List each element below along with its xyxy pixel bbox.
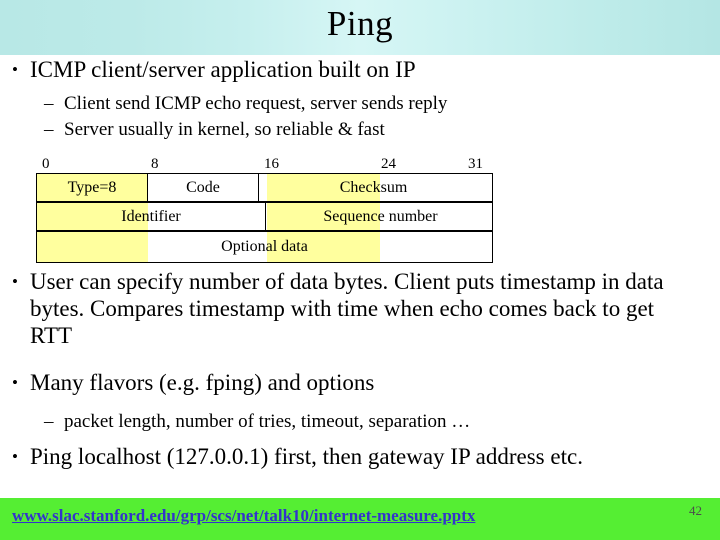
slide-body: • ICMP client/server application built o… xyxy=(0,55,720,498)
sub-bullet-server-kernel: – Server usually in kernel, so reliable … xyxy=(44,118,704,142)
bullet-text: ICMP client/server application built on … xyxy=(30,57,416,82)
sub-bullet-text: packet length, number of tries, timeout,… xyxy=(64,411,471,432)
slide-header: Ping xyxy=(0,0,720,55)
bit-tick-24: 24 xyxy=(381,156,396,172)
bullet-marker-icon: • xyxy=(12,447,18,466)
packet-field-sequence-number: Sequence number xyxy=(323,207,438,225)
bit-tick-31: 31 xyxy=(468,156,483,172)
bit-position-ruler: 0 8 16 24 31 xyxy=(36,155,493,173)
packet-field-checksum: Checksum xyxy=(339,178,408,196)
bullet-icmp-application: • ICMP client/server application built o… xyxy=(8,56,708,83)
bullet-text: Ping localhost (127.0.0.1) first, then g… xyxy=(30,444,583,469)
packet-row-header-2: Identifier Sequence number xyxy=(37,203,492,232)
bit-tick-16: 16 xyxy=(264,156,279,172)
sub-bullet-text: Server usually in kernel, so reliable & … xyxy=(64,119,385,140)
packet-field-code: Code xyxy=(148,174,259,201)
packet-field-identifier: Identifier xyxy=(37,203,266,230)
icmp-packet-diagram: 0 8 16 24 31 Type=8 Code Checksum Identi… xyxy=(36,155,493,263)
packet-row-header-1: Type=8 Code Checksum xyxy=(37,174,492,203)
dash-marker-icon: – xyxy=(44,93,54,114)
packet-row-payload: Optional data xyxy=(37,232,492,262)
bullet-marker-icon: • xyxy=(12,373,18,392)
dash-marker-icon: – xyxy=(44,119,54,140)
bullet-text: User can specify number of data bytes. C… xyxy=(30,269,664,348)
bullet-marker-icon: • xyxy=(12,272,18,291)
sub-bullet-client-echo-request: – Client send ICMP echo request, server … xyxy=(44,92,704,116)
packet-field-optional-data: Optional data xyxy=(221,238,308,255)
sub-bullet-packet-options: – packet length, number of tries, timeou… xyxy=(44,410,704,434)
bullet-marker-icon: • xyxy=(12,60,18,79)
dash-marker-icon: – xyxy=(44,411,54,432)
bullet-text: Many flavors (e.g. fping) and options xyxy=(30,370,375,395)
sub-bullet-text: Client send ICMP echo request, server se… xyxy=(64,93,448,114)
bullet-user-data-bytes: • User can specify number of data bytes.… xyxy=(8,268,688,349)
page-title: Ping xyxy=(326,4,394,43)
bit-tick-8: 8 xyxy=(151,156,159,172)
slide-footer: www.slac.stanford.edu/grp/scs/net/talk10… xyxy=(0,498,720,540)
bullet-many-flavors: • Many flavors (e.g. fping) and options xyxy=(8,369,688,396)
bit-tick-0: 0 xyxy=(42,156,50,172)
slide-number: 42 xyxy=(689,503,702,518)
bullet-ping-localhost: • Ping localhost (127.0.0.1) first, then… xyxy=(8,443,708,470)
footer-source-link[interactable]: www.slac.stanford.edu/grp/scs/net/talk10… xyxy=(12,506,476,525)
packet-field-type: Type=8 xyxy=(37,174,148,201)
packet-field-table: Type=8 Code Checksum Identifier Sequence… xyxy=(36,173,493,263)
